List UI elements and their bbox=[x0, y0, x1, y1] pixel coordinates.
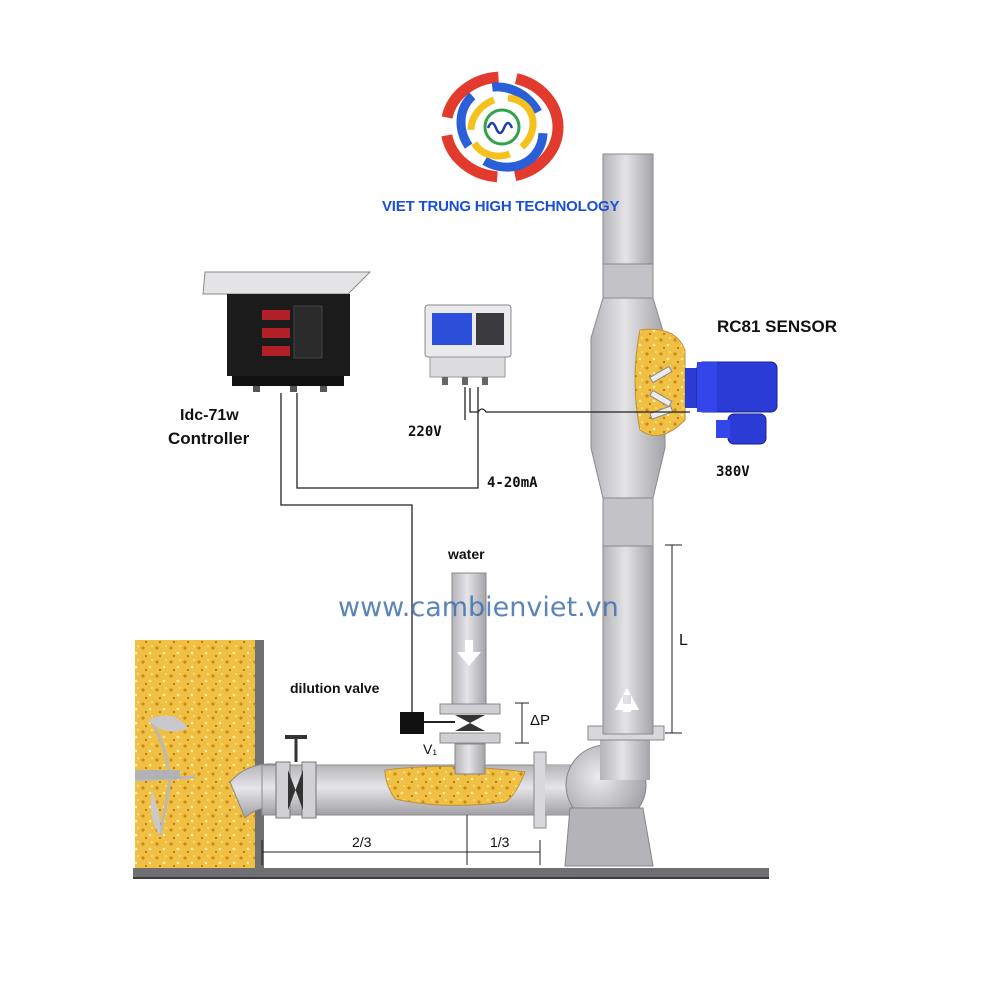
water-line bbox=[400, 572, 501, 775]
sensor-label: RC81 SENSOR bbox=[717, 317, 837, 336]
voltage-220-label: 220V bbox=[408, 424, 442, 440]
watermark-url: www.cambienviet.vn bbox=[338, 592, 619, 623]
delta-p-label: ΔP bbox=[530, 712, 551, 729]
vertical-pipe bbox=[590, 153, 686, 735]
dilution-valve[interactable] bbox=[275, 735, 317, 819]
pulp-tank bbox=[134, 640, 255, 868]
controller-model-label: Idc-71w bbox=[180, 407, 239, 424]
dilution-valve-label: dilution valve bbox=[290, 680, 380, 696]
controller-label: Controller bbox=[168, 429, 250, 448]
transmitter-box bbox=[424, 304, 512, 385]
pump bbox=[564, 725, 665, 867]
rc81-sensor bbox=[685, 361, 778, 445]
wiring bbox=[280, 387, 690, 712]
one-third-label: 1/3 bbox=[490, 834, 510, 850]
brand-name: VIET TRUNG HIGH TECHNOLOGY bbox=[382, 198, 620, 215]
length-label: L bbox=[679, 632, 688, 649]
floor bbox=[133, 640, 769, 879]
v1-label: V₁ bbox=[423, 741, 438, 757]
brand-logo bbox=[440, 71, 564, 183]
signal-label: 4-20mA bbox=[487, 475, 538, 491]
voltage-380-label: 380V bbox=[716, 464, 750, 480]
dimension-lines bbox=[261, 544, 682, 865]
two-thirds-label: 2/3 bbox=[352, 834, 372, 850]
controller-box bbox=[202, 271, 372, 392]
water-label: water bbox=[448, 546, 485, 562]
